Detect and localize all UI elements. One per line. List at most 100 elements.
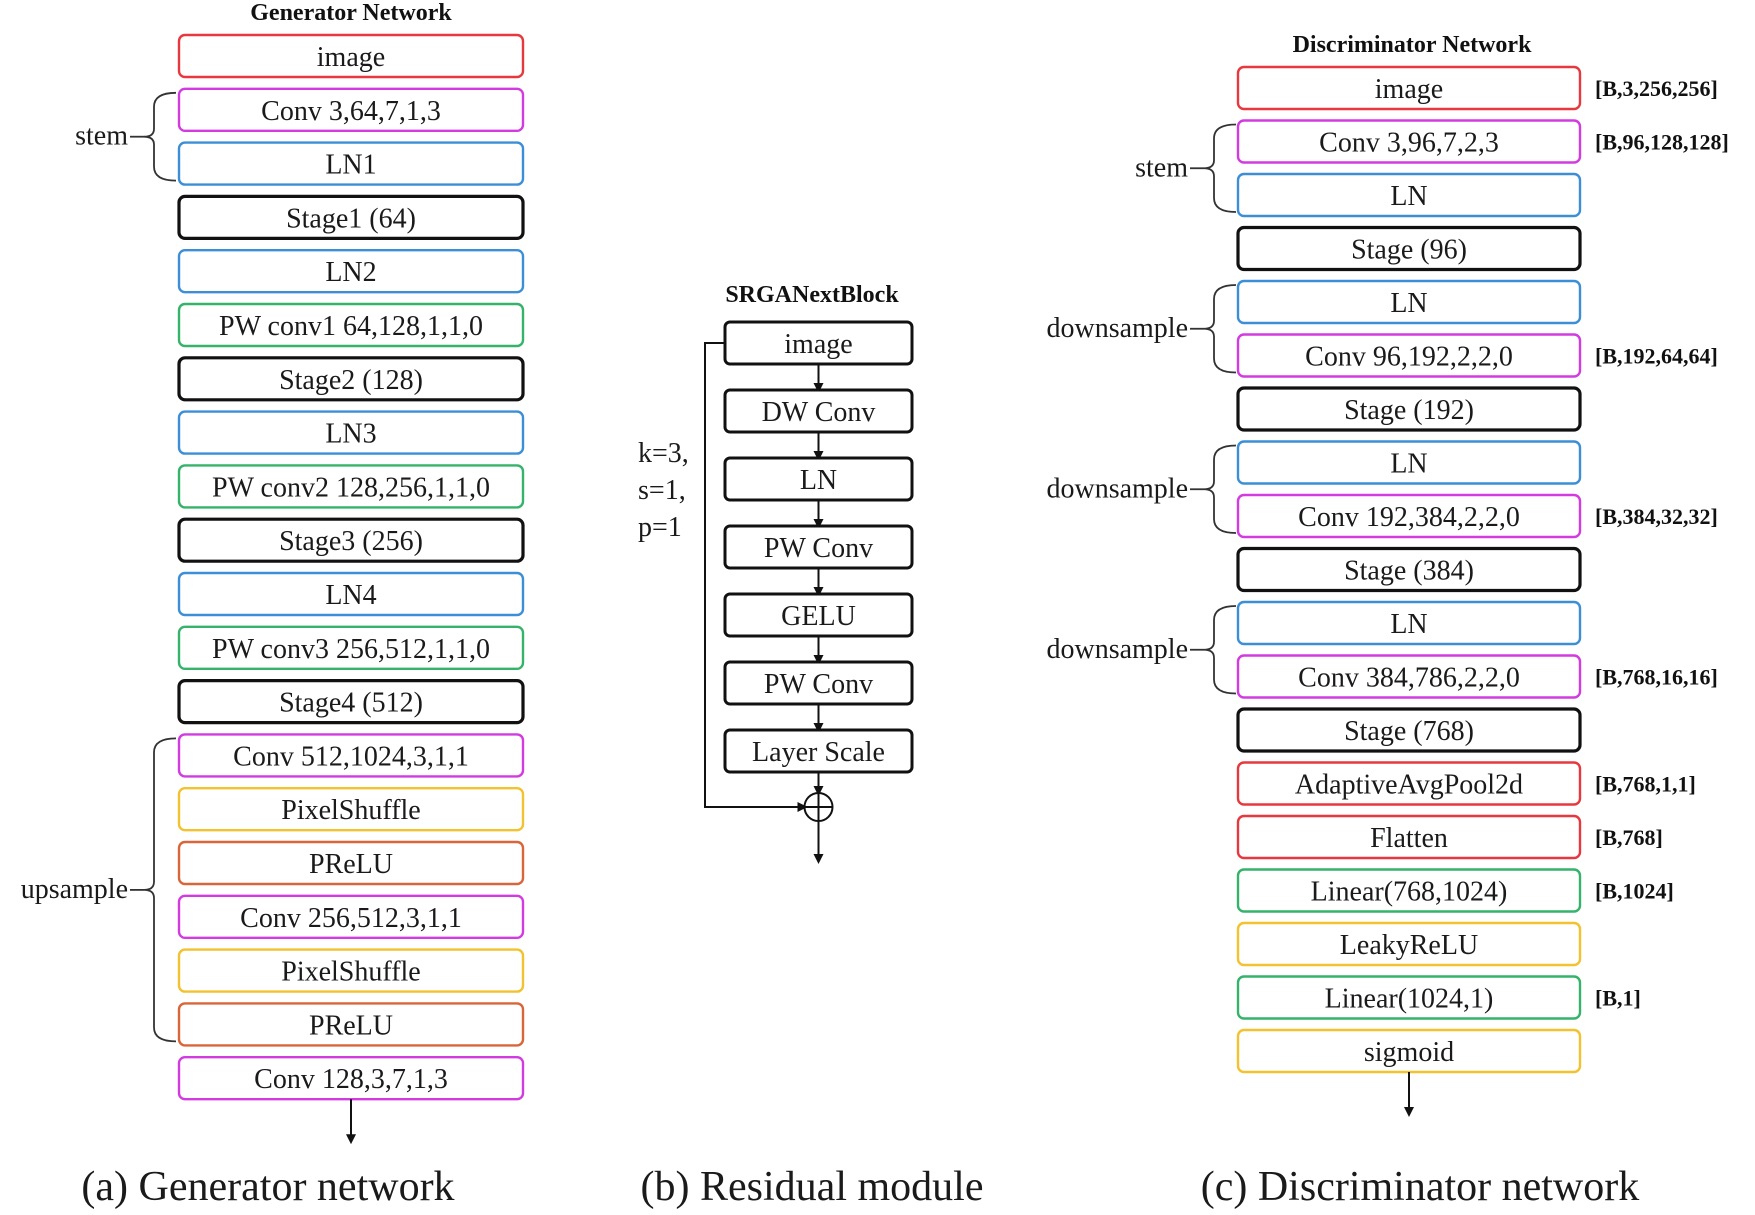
discriminator-label: Conv 96,192,2,2,0: [1305, 342, 1513, 373]
discriminator-label: Stage (768): [1344, 716, 1474, 747]
discriminator-box-linear-1024-1: [1236, 975, 1582, 1020]
generator-group-label-upsample: upsample: [21, 874, 128, 905]
generator-label: PW conv2 128,256,1,1,0: [212, 472, 490, 503]
generator-label: LN3: [325, 419, 376, 450]
generator-brace-upsample: [143, 737, 177, 1043]
discriminator-group-label-downsample: downsample: [1046, 313, 1188, 344]
generator-label: PReLU: [309, 1010, 393, 1041]
discriminator-box-image: [1236, 65, 1582, 111]
discriminator-label: Conv 384,786,2,2,0: [1298, 663, 1520, 694]
discriminator-label: sigmoid: [1364, 1037, 1454, 1068]
generator-box-stage1-64: [177, 194, 525, 240]
discriminator-panel: Discriminator Network image [B,3,256,256]…: [1046, 32, 1728, 1210]
generator-box-ln2: [177, 248, 525, 294]
generator-label: PixelShuffle: [281, 957, 420, 988]
discriminator-label: Conv 3,96,7,2,3: [1319, 128, 1499, 159]
generator-box-conv-256-512-3-1-1: [177, 894, 525, 939]
discriminator-box-ln: [1236, 600, 1582, 646]
discriminator-shape-label: [B,192,64,64]: [1595, 344, 1718, 369]
generator-label: LN1: [325, 150, 376, 181]
discriminator-box-stage-384: [1236, 546, 1582, 593]
discriminator-label: LN: [1390, 449, 1427, 480]
generator-box-pw-conv2-128-256-1-1-0: [177, 464, 525, 509]
discriminator-shape-label: [B,768,16,16]: [1595, 665, 1718, 690]
discriminator-label: Linear(768,1024): [1311, 877, 1508, 908]
generator-title: Generator Network: [250, 0, 452, 26]
discriminator-brace-stem: [1203, 123, 1237, 213]
discriminator-caption: (c) Discriminator network: [1201, 1164, 1640, 1210]
residual-label: LN: [800, 465, 837, 496]
generator-group-label-stem: stem: [75, 121, 128, 152]
discriminator-box-ln: [1236, 440, 1582, 485]
generator-box-pw-conv1-64-128-1-1-0: [177, 302, 525, 348]
discriminator-shape-label: [B,768]: [1595, 825, 1663, 850]
discriminator-label: Stage (192): [1344, 395, 1474, 426]
residual-side-text: s=1,: [638, 475, 686, 506]
discriminator-box-leakyrelu: [1236, 921, 1582, 967]
residual-title: SRGANextBlock: [725, 282, 899, 308]
generator-label: Conv 128,3,7,1,3: [254, 1064, 448, 1095]
discriminator-group-label-stem: stem: [1135, 152, 1188, 183]
discriminator-box-linear-768-1024: [1236, 868, 1582, 913]
generator-label: Conv 256,512,3,1,1: [240, 903, 462, 934]
generator-box-stage2-128: [177, 356, 525, 402]
residual-caption: (b) Residual module: [641, 1164, 984, 1210]
discriminator-brace-downsample: [1203, 284, 1237, 374]
generator-label: PW conv1 64,128,1,1,0: [219, 311, 483, 342]
discriminator-label: Linear(1024,1): [1325, 984, 1494, 1015]
generator-box-ln4: [177, 571, 525, 617]
discriminator-label: image: [1375, 74, 1443, 105]
generator-box-pixelshuffle: [177, 787, 525, 832]
discriminator-box-flatten: [1236, 814, 1582, 860]
discriminator-label: Stage (96): [1351, 235, 1467, 266]
discriminator-box-stage-192: [1236, 386, 1582, 432]
discriminator-layers: image [B,3,256,256] Conv 3,96,7,2,3 [B,96,1…: [1236, 65, 1729, 1117]
residual-label: image: [784, 329, 852, 360]
discriminator-shape-label: [B,1]: [1595, 986, 1641, 1011]
discriminator-shape-label: [B,3,256,256]: [1595, 76, 1718, 101]
discriminator-label: Stage (384): [1344, 556, 1474, 587]
discriminator-label: LN: [1390, 288, 1427, 319]
discriminator-shape-label: [B,96,128,128]: [1595, 130, 1729, 155]
generator-box-stage4-512: [177, 678, 525, 725]
discriminator-shape-label: [B,1024]: [1595, 879, 1674, 904]
discriminator-box-adaptiveavgpool2d: [1236, 761, 1582, 806]
discriminator-label: Conv 192,384,2,2,0: [1298, 502, 1520, 533]
generator-label: Stage4 (512): [279, 688, 423, 719]
discriminator-shape-label: [B,768,1,1]: [1595, 772, 1696, 797]
discriminator-box-conv-96-192-2-2-0: [1236, 333, 1582, 378]
discriminator-box-conv-192-384-2-2-0: [1236, 493, 1582, 539]
generator-brace-stem: [143, 91, 177, 182]
residual-label: PW Conv: [764, 533, 873, 564]
residual-side-text: p=1: [638, 512, 682, 543]
discriminator-title: Discriminator Network: [1293, 32, 1532, 58]
generator-label: PW conv3 256,512,1,1,0: [212, 634, 490, 665]
discriminator-box-stage-768: [1236, 707, 1582, 753]
residual-label: DW Conv: [762, 397, 876, 428]
discriminator-label: LN: [1390, 181, 1427, 212]
generator-box-conv-3-64-7-1-3: [177, 87, 525, 133]
generator-box-prelu: [177, 840, 525, 886]
generator-box-image: [177, 33, 525, 79]
generator-box-pw-conv3-256-512-1-1-0: [177, 625, 525, 670]
discriminator-box-ln: [1236, 172, 1582, 218]
residual-skip-connection: [704, 342, 808, 812]
generator-label: Stage3 (256): [279, 526, 423, 557]
discriminator-group-label-downsample: downsample: [1046, 634, 1188, 665]
generator-label: LN4: [325, 580, 376, 611]
residual-side-text: k=3,: [638, 438, 689, 469]
generator-box-prelu: [177, 1002, 525, 1047]
generator-caption: (a) Generator network: [81, 1164, 454, 1210]
discriminator-box-ln: [1236, 279, 1582, 325]
residual-label: PW Conv: [764, 669, 873, 700]
discriminator-brace-downsample: [1203, 605, 1237, 695]
discriminator-shape-label: [B,384,32,32]: [1595, 504, 1718, 529]
generator-label: Stage2 (128): [279, 365, 423, 396]
generator-groups: stem upsample: [21, 91, 177, 1043]
